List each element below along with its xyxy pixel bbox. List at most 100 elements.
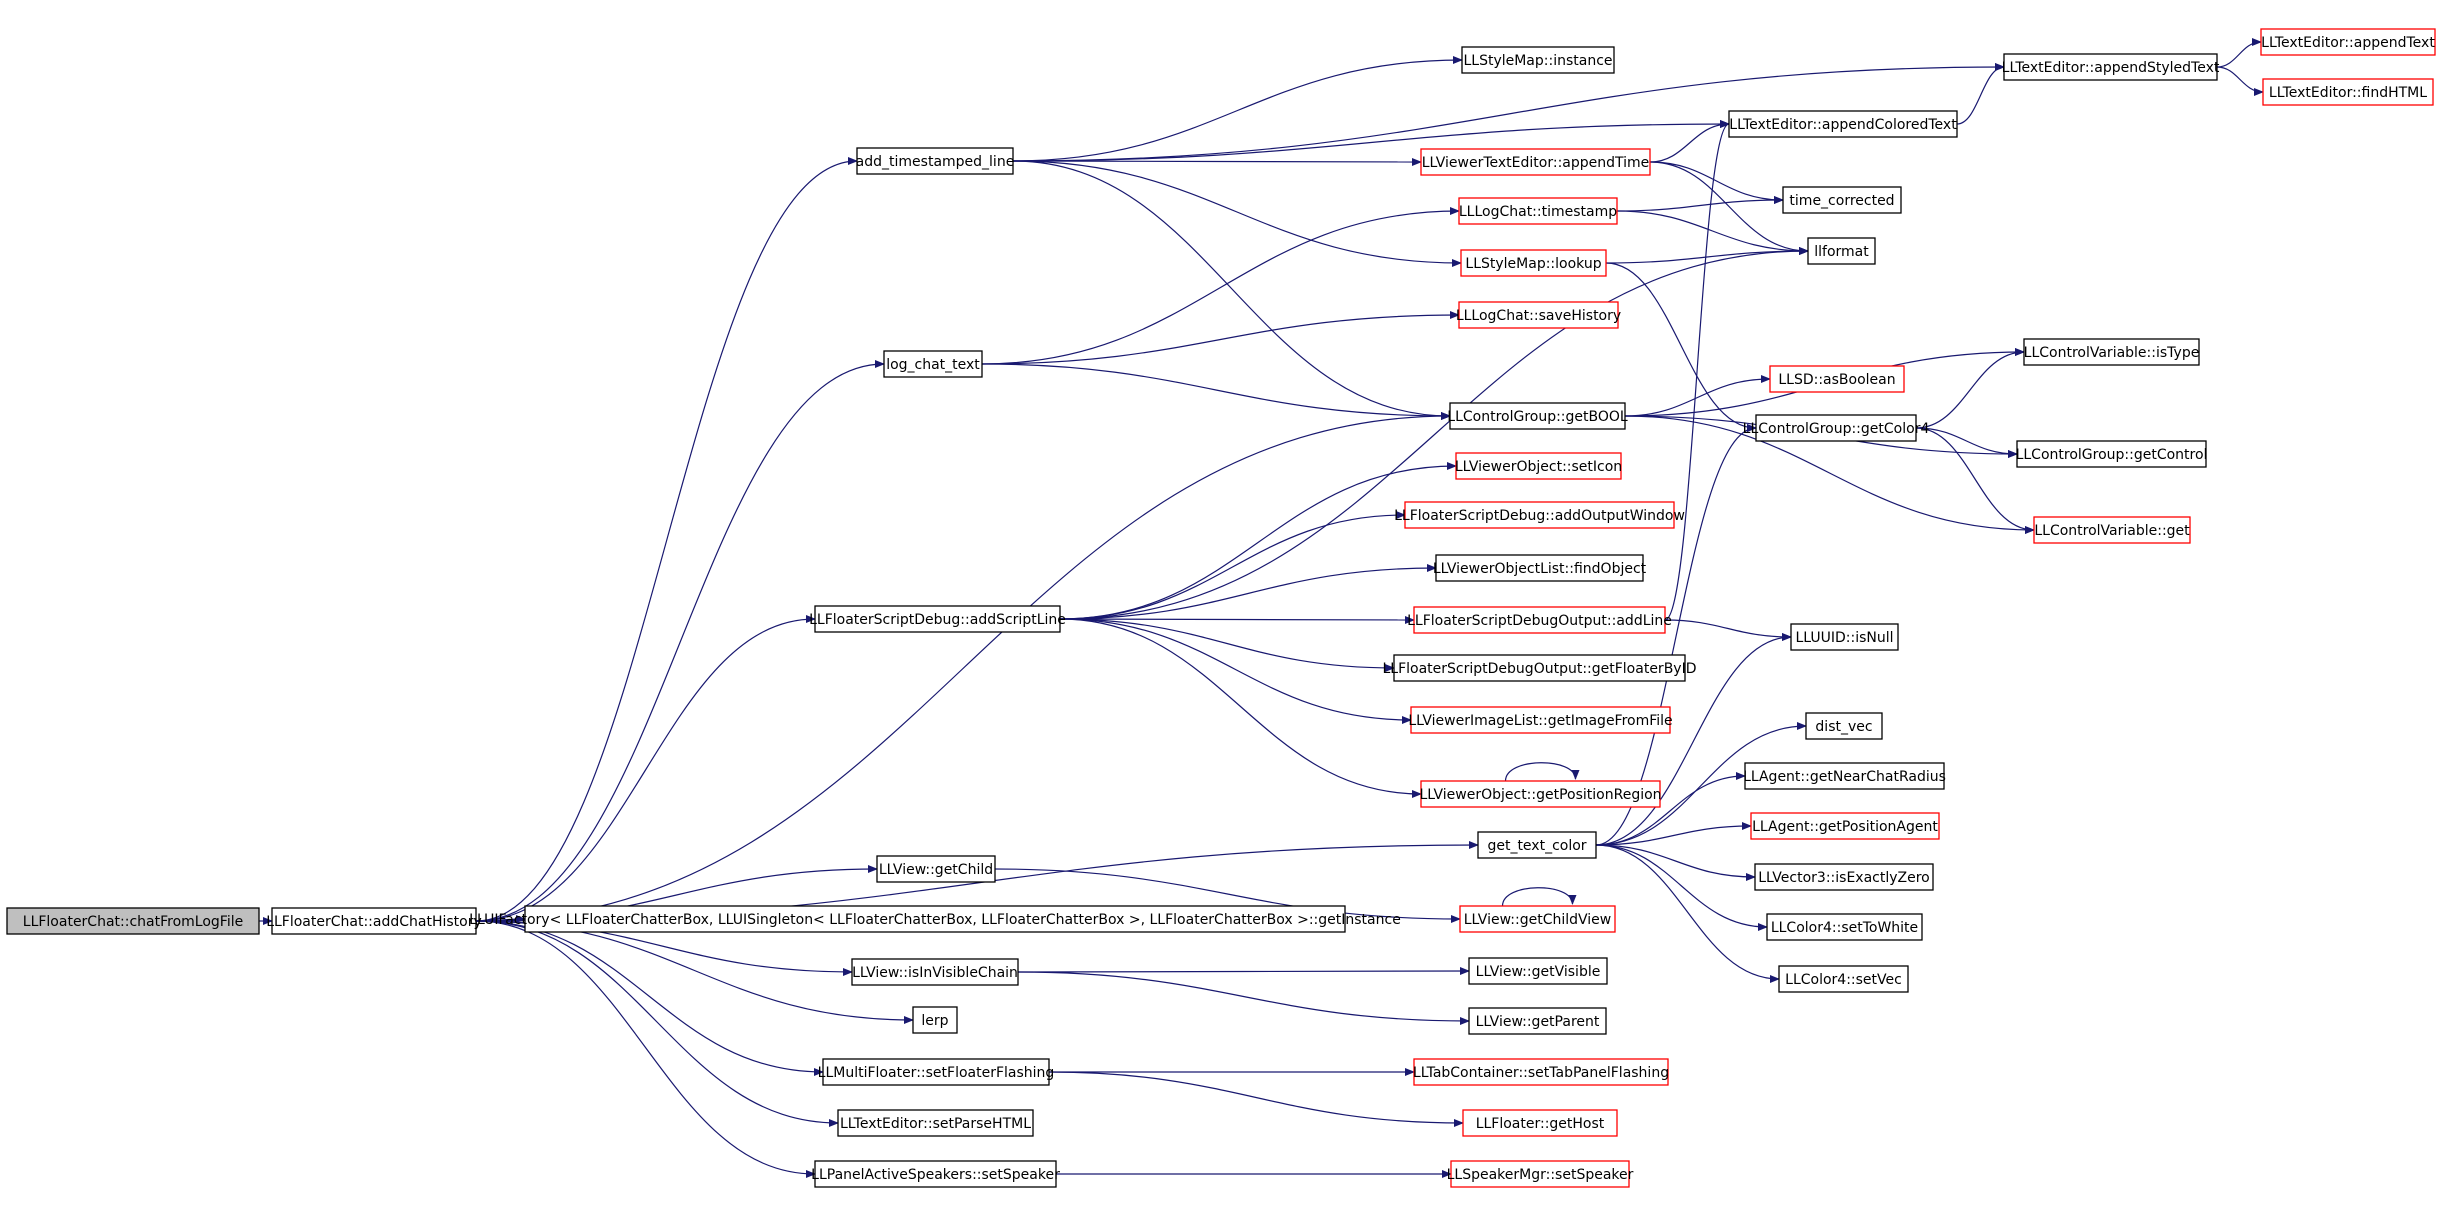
node-box	[1728, 110, 1958, 138]
node-label: LLVector3::isExactlyZero	[1758, 870, 1930, 886]
node-box	[814, 1160, 1057, 1188]
node-getParent[interactable]: LLView::getParent	[1468, 1007, 1607, 1035]
node-findHTML[interactable]: LLTextEditor::findHTML	[2262, 78, 2434, 106]
edge-appendTime-to-appendColoredText	[1649, 120, 1730, 163]
node-label: LLTextEditor::appendStyledText	[2002, 60, 2220, 76]
node-styleInstance[interactable]: LLStyleMap::instance	[1461, 46, 1615, 74]
node-isExactlyZero[interactable]: LLVector3::isExactlyZero	[1754, 863, 1934, 891]
node-dist_vec[interactable]: dist_vec	[1805, 712, 1883, 740]
node-getChildView[interactable]: LLView::getChildView	[1459, 905, 1616, 933]
node-controlGet[interactable]: LLControlVariable::get	[2033, 516, 2191, 544]
node-timestamp[interactable]: LLLogChat::timestamp	[1458, 197, 1618, 225]
edge-lookup-to-llformat	[1605, 247, 1809, 264]
node-box	[1755, 414, 1917, 442]
node-time_corrected[interactable]: time_corrected	[1782, 186, 1902, 214]
edge-get_text_color-to-isExactlyZero	[1595, 844, 1756, 881]
node-getImageFromFile[interactable]: LLViewerImageList::getImageFromFile	[1408, 706, 1673, 734]
node-box	[2033, 516, 2191, 544]
node-label: LLUIFactory< LLFloaterChatterBox, LLUISi…	[469, 912, 1401, 928]
node-box	[1459, 905, 1616, 933]
node-box	[1477, 831, 1597, 859]
node-add_timestamped_line[interactable]: add_timestamped_line	[856, 147, 1015, 175]
node-lookup[interactable]: LLStyleMap::lookup	[1460, 249, 1607, 277]
node-asBoolean[interactable]: LLSD::asBoolean	[1769, 365, 1905, 393]
node-setFloaterFlashing[interactable]: LLMultiFloater::setFloaterFlashing	[818, 1058, 1055, 1086]
node-label: LLFloaterChat::addChatHistory	[266, 914, 482, 930]
edge-getBOOL-to-asBoolean	[1624, 375, 1771, 417]
node-box	[856, 147, 1014, 175]
node-mgrSetSpeaker[interactable]: LLSpeakerMgr::setSpeaker	[1447, 1160, 1634, 1188]
node-box	[1460, 249, 1607, 277]
node-box	[1462, 1109, 1618, 1137]
edge-addChatHistory-to-setParseHTML	[475, 920, 839, 1127]
edge-get_text_color-to-setToWhite	[1595, 844, 1768, 931]
node-box	[1449, 402, 1626, 430]
node-lerp[interactable]: lerp	[912, 1006, 958, 1034]
node-getFloaterByID[interactable]: LLFloaterScriptDebugOutput::getFloaterBy…	[1383, 654, 1697, 682]
node-findObject[interactable]: LLViewerObjectList::findObject	[1433, 554, 1647, 582]
node-label: LLStyleMap::instance	[1463, 53, 1612, 69]
edge-addChatHistory-to-setFloaterFlashing	[475, 920, 824, 1076]
node-appendStyledText[interactable]: LLTextEditor::appendStyledText	[2002, 53, 2220, 81]
node-getHost[interactable]: LLFloater::getHost	[1462, 1109, 1618, 1137]
node-getBOOL[interactable]: LLControlGroup::getBOOL	[1447, 402, 1628, 430]
node-setTabPanelFlashing[interactable]: LLTabContainer::setTabPanelFlashing	[1413, 1058, 1669, 1086]
node-addLine[interactable]: LLFloaterScriptDebugOutput::addLine	[1407, 606, 1672, 634]
node-getColor4[interactable]: LLControlGroup::getColor4	[1743, 414, 1930, 442]
node-setSpeaker[interactable]: LLPanelActiveSpeakers::setSpeaker	[811, 1160, 1060, 1188]
node-setIcon[interactable]: LLViewerObject::setIcon	[1455, 452, 1622, 480]
node-setParseHTML[interactable]: LLTextEditor::setParseHTML	[837, 1109, 1034, 1137]
edge-addScriptLine-to-getPositionRegion	[1059, 618, 1422, 798]
edge-get_text_color-to-getColor4	[1595, 424, 1757, 846]
node-addChatHistory[interactable]: LLFloaterChat::addChatHistory	[266, 907, 482, 935]
node-getPositionAgent[interactable]: LLAgent::getPositionAgent	[1750, 812, 1940, 840]
node-saveHistory[interactable]: LLLogChat::saveHistory	[1456, 301, 1621, 329]
node-getNearChatRadius[interactable]: LLAgent::getNearChatRadius	[1743, 762, 1946, 790]
node-get_text_color[interactable]: get_text_color	[1477, 831, 1597, 859]
edge-getChild-to-getChildView	[994, 868, 1461, 923]
node-getChild[interactable]: LLView::getChild	[876, 855, 996, 883]
node-getInstance[interactable]: LLUIFactory< LLFloaterChatterBox, LLUISi…	[469, 905, 1401, 933]
edge-appendTime-to-llformat	[1649, 161, 1809, 255]
edge-getColor4-to-controlGet	[1915, 427, 2035, 534]
node-isNull[interactable]: LLUUID::isNull	[1790, 623, 1899, 651]
node-label: LLAgent::getNearChatRadius	[1743, 769, 1946, 785]
node-getControl[interactable]: LLControlGroup::getControl	[2016, 440, 2208, 468]
edge-addChatHistory-to-addScriptLine	[475, 615, 816, 922]
edge-timestamp-to-llformat	[1616, 210, 1809, 255]
node-label: lerp	[921, 1013, 948, 1029]
node-getVisible[interactable]: LLView::getVisible	[1468, 957, 1608, 985]
node-appendTime[interactable]: LLViewerTextEditor::appendTime	[1420, 148, 1651, 176]
node-addScriptLine[interactable]: LLFloaterScriptDebug::addScriptLine	[809, 605, 1066, 633]
node-log_chat_text[interactable]: log_chat_text	[883, 350, 983, 378]
node-getPositionRegion[interactable]: LLViewerObject::getPositionRegion	[1419, 780, 1662, 808]
edge-addChatHistory-to-add_timestamped_line	[475, 157, 858, 922]
node-box	[1455, 452, 1622, 480]
edge-addLine-to-appendColoredText	[1664, 120, 1730, 621]
edge-getChildView-to-getChildView	[1501, 887, 1577, 907]
edge-add_timestamped_line-to-styleInstance	[1012, 56, 1463, 162]
node-setVec[interactable]: LLColor4::setVec	[1778, 965, 1909, 993]
node-appendColoredText[interactable]: LLTextEditor::appendColoredText	[1728, 110, 1958, 138]
node-label: LLFloaterScriptDebug::addScriptLine	[809, 612, 1066, 628]
node-isType[interactable]: LLControlVariable::isType	[2023, 338, 2200, 366]
node-llformat[interactable]: llformat	[1807, 237, 1876, 265]
node-isInVisibleChain[interactable]: LLView::isInVisibleChain	[851, 958, 1019, 986]
node-addOutputWindow[interactable]: LLFloaterScriptDebug::addOutputWindow	[1394, 501, 1685, 529]
edge-layer	[259, 38, 2264, 1178]
node-label: LLFloaterScriptDebug::addOutputWindow	[1394, 508, 1685, 524]
edge-addScriptLine-to-addOutputWindow	[1059, 511, 1406, 620]
node-box	[2023, 338, 2200, 366]
node-box	[1744, 762, 1945, 790]
edge-getColor4-to-getControl	[1915, 427, 2018, 458]
node-box	[2016, 440, 2207, 468]
node-setToWhite[interactable]: LLColor4::setToWhite	[1766, 913, 1923, 941]
node-chatFromLogFile[interactable]: LLFloaterChat::chatFromLogFile	[6, 907, 260, 935]
node-label: llformat	[1814, 244, 1869, 260]
node-label: time_corrected	[1789, 193, 1894, 209]
node-appendText[interactable]: LLTextEditor::appendText	[2260, 28, 2436, 56]
edge-addChatHistory-to-getBOOL	[475, 412, 1451, 922]
node-box	[2003, 53, 2218, 81]
node-label: LLView::isInVisibleChain	[852, 965, 1018, 981]
edge-isInVisibleChain-to-getVisible	[1017, 967, 1470, 976]
